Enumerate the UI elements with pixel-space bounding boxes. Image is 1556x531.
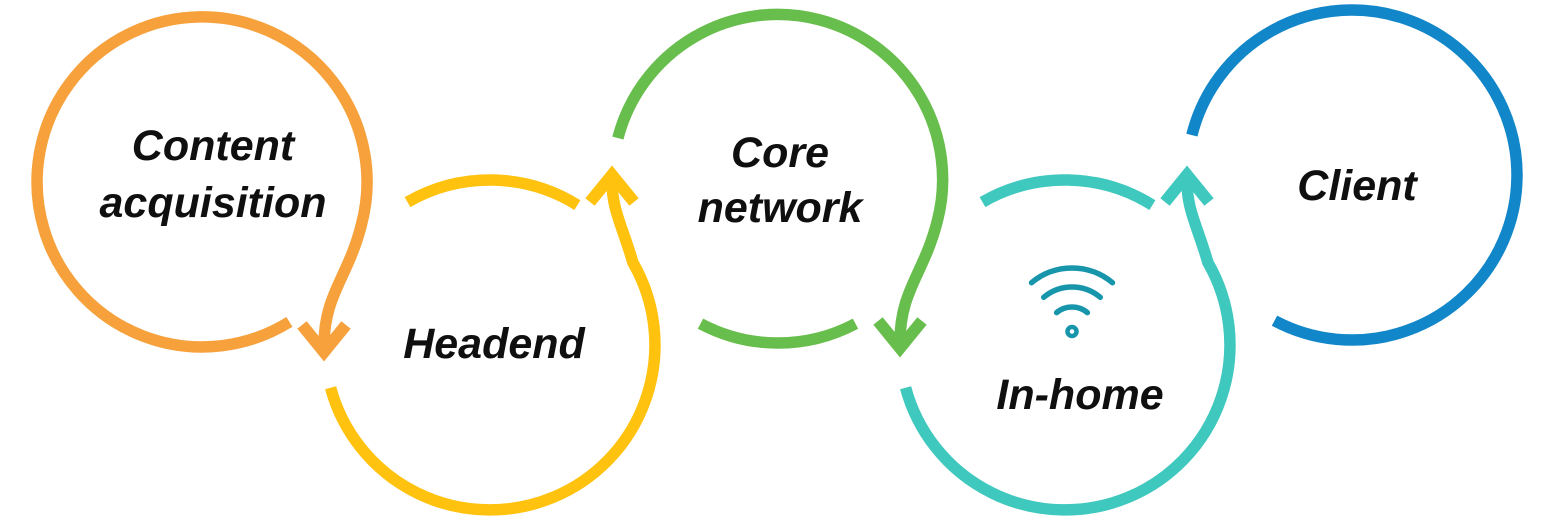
core-network-arrowhead-down-icon xyxy=(873,317,927,358)
core-network-label-line1: Core xyxy=(731,129,829,177)
client-circle-arc xyxy=(1186,4,1523,346)
node-in-home: In-home xyxy=(900,165,1236,516)
wifi-icon xyxy=(1028,265,1116,339)
node-client: Client xyxy=(1186,4,1523,346)
in-home-top-arc xyxy=(979,174,1156,210)
content-acquisition-circle-arc xyxy=(31,11,373,353)
in-home-arrowhead-up-icon xyxy=(1160,165,1214,206)
node-headend: Headend xyxy=(325,165,661,516)
content-acquisition-arrowhead-down-icon xyxy=(297,321,351,362)
content-acquisition-label-line1: Content xyxy=(132,122,296,170)
wifi-inner-wave xyxy=(1053,304,1091,316)
content-acquisition-label-line2: acquisition xyxy=(100,179,327,227)
in-home-circle-arc xyxy=(900,180,1236,516)
node-core-network: Core network xyxy=(612,8,949,358)
headend-label: Headend xyxy=(403,320,585,368)
headend-arrowhead-up-icon xyxy=(585,165,639,206)
core-network-bottom-arc xyxy=(697,318,859,349)
wifi-middle-wave xyxy=(1040,284,1104,301)
wifi-dot xyxy=(1065,324,1079,339)
client-label: Client xyxy=(1297,162,1418,210)
headend-circle-arc xyxy=(325,180,661,516)
core-network-label-line2: network xyxy=(698,184,865,232)
core-network-circle-arc xyxy=(612,8,949,343)
node-content-acquisition: Content acquisition xyxy=(31,11,373,362)
wifi-outer-wave xyxy=(1028,265,1116,286)
in-home-label: In-home xyxy=(996,371,1163,419)
headend-top-arc xyxy=(404,174,581,210)
